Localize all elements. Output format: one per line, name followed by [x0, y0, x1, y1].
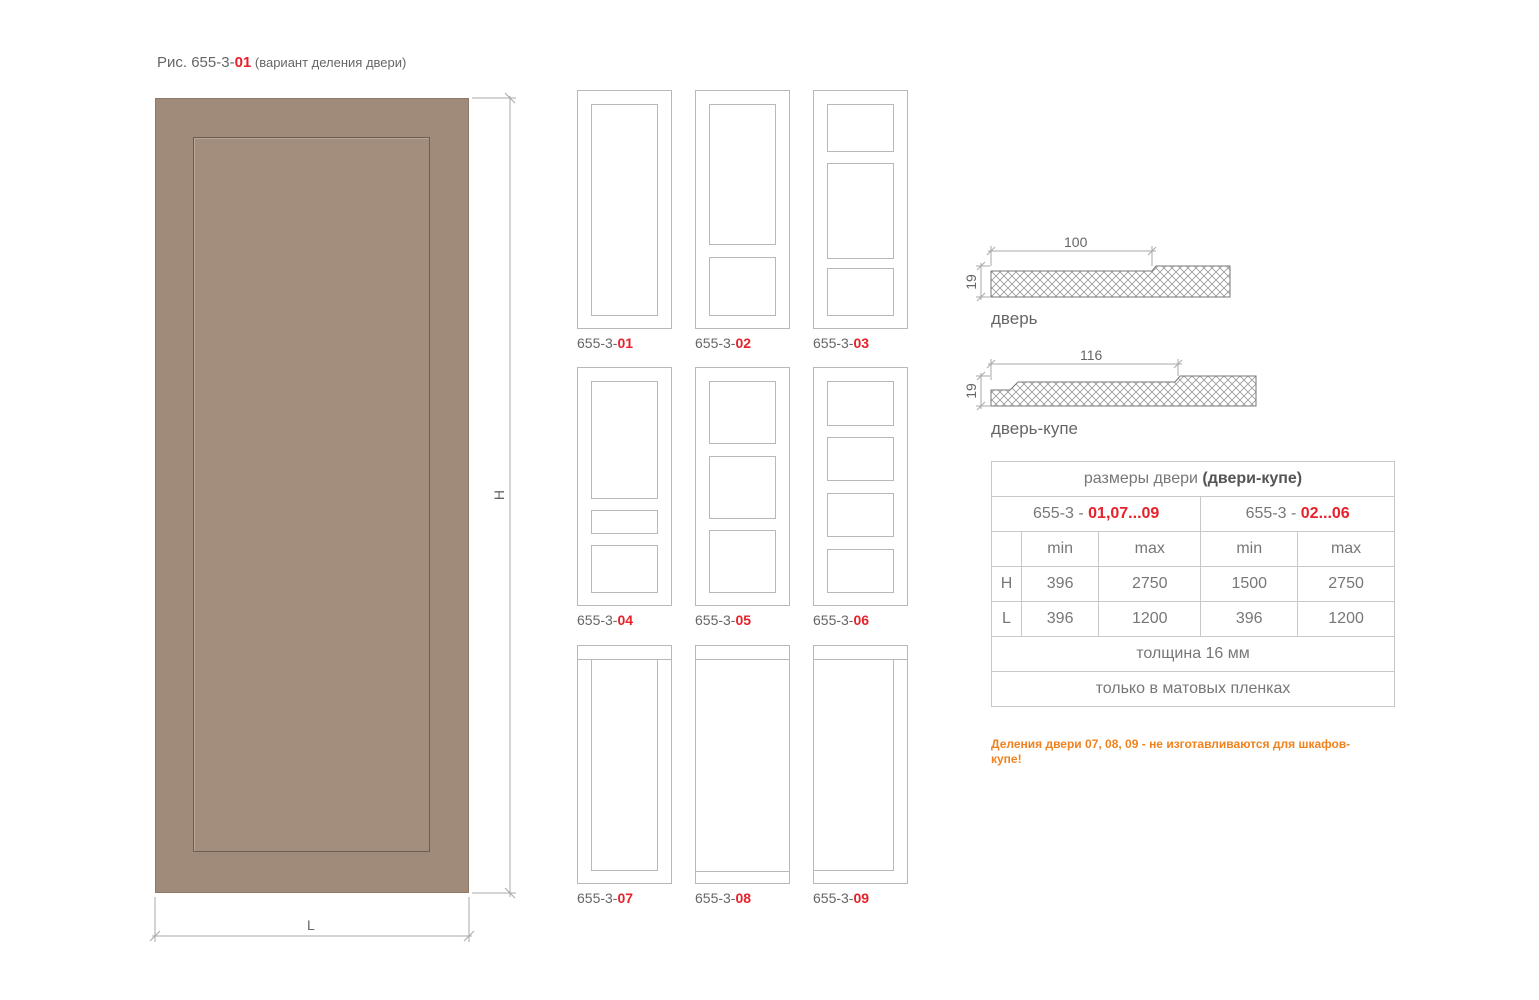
variant-label-03: 655-3-03: [813, 335, 870, 351]
profile-coupe-section: [976, 359, 1257, 411]
table-col-max-1: max: [1098, 531, 1202, 567]
table-films: только в матовых пленках: [991, 671, 1395, 707]
door-size-table: размеры двери (двери-купе) 655-3 - 01,07…: [990, 461, 1395, 707]
variant-04-drawing: [577, 367, 672, 606]
variant-label-07: 655-3-07: [577, 890, 634, 906]
caption-prefix: Рис. 655-3-: [157, 54, 235, 71]
profile-coupe-width: 116: [1080, 347, 1103, 363]
caption-suffix: (вариант деления двери): [251, 55, 407, 70]
profile-door-section: [976, 246, 1231, 302]
table-group-2: 655-3 - 02...06: [1200, 496, 1395, 532]
table-col-max-2: max: [1297, 531, 1395, 567]
variant-label-06: 655-3-06: [813, 612, 870, 628]
table-col-min-2: min: [1200, 531, 1299, 567]
door-illustration: [155, 98, 469, 893]
variant-06-drawing: [813, 367, 908, 606]
door-inner-panel: [193, 137, 430, 852]
caption-code: 01: [234, 54, 252, 71]
variant-label-02: 655-3-02: [695, 335, 752, 351]
variant-02-drawing: [695, 90, 790, 329]
table-corner-cell: [991, 531, 1022, 567]
variant-07-drawing: [577, 645, 672, 884]
variant-01-drawing: [577, 90, 672, 329]
variant-09-drawing: [813, 645, 908, 884]
profile-door-thickness: 19: [962, 274, 979, 290]
table-thickness: толщина 16 мм: [991, 636, 1395, 672]
profile-coupe-label: дверь-купе: [991, 419, 1078, 438]
profile-door-label: дверь: [991, 309, 1038, 328]
table-row: H 396 2750 1500 2750: [991, 566, 1395, 602]
figure-caption: Рис. 655-3-01 (вариант деления двери): [157, 54, 406, 71]
variant-label-08: 655-3-08: [695, 890, 752, 906]
variant-label-01: 655-3-01: [577, 335, 634, 351]
dim-l-label: L: [307, 917, 315, 933]
variant-05-drawing: [695, 367, 790, 606]
variant-08-drawing: [695, 645, 790, 884]
variant-label-09: 655-3-09: [813, 890, 870, 906]
table-col-min-1: min: [1020, 531, 1100, 567]
table-row: L 396 1200 396 1200: [991, 601, 1395, 637]
warning-note: Деления двери 07, 08, 09 - не изготавлив…: [991, 737, 1351, 766]
profile-coupe-thickness: 19: [962, 383, 979, 399]
table-title: размеры двери (двери-купе): [991, 461, 1395, 497]
profile-door-width: 100: [1064, 234, 1088, 250]
variant-label-05: 655-3-05: [695, 612, 752, 628]
variant-03-drawing: [813, 90, 908, 329]
variant-label-04: 655-3-04: [577, 612, 634, 628]
table-group-1: 655-3 - 01,07...09: [990, 496, 1202, 532]
